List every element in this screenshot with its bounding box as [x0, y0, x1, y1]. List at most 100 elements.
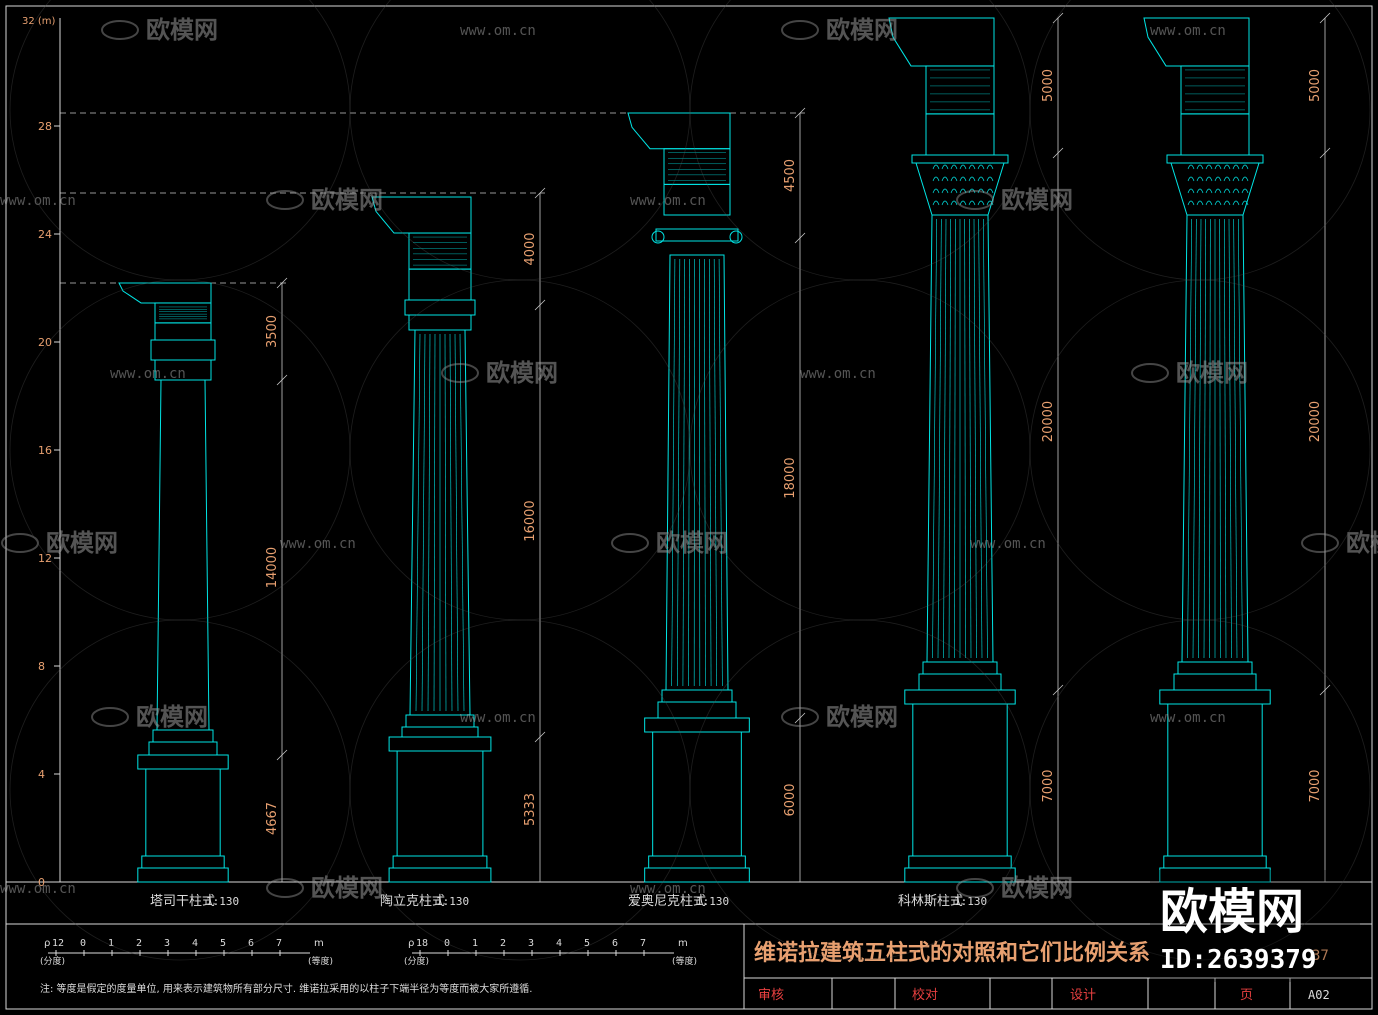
pedestal-base-moulding [908, 855, 1012, 869]
column-scale-label: 1:130 [954, 895, 987, 908]
watermark-brand: 欧模网 [311, 874, 383, 902]
acanthus-leaf [950, 164, 958, 170]
architrave [154, 322, 212, 341]
watermark-ring [9, 0, 351, 281]
dimension-tick [1319, 147, 1331, 159]
column-2 [371, 196, 492, 883]
acanthus-leaf [959, 176, 967, 182]
watermark-brand: 欧模网 [656, 529, 728, 557]
shaft-flute [676, 258, 681, 687]
dimension-value: 20000 [1041, 401, 1056, 442]
scale-bar-number: 0 [80, 938, 86, 949]
shaft-flute [433, 333, 436, 712]
dimension-value: 18000 [783, 457, 798, 498]
column-scale-label: 1:130 [436, 895, 469, 908]
watermark-brand: 欧模网 [1346, 529, 1378, 557]
shaft-flute [1238, 218, 1243, 659]
acanthus-leaf [950, 188, 958, 194]
axis-tick-label: 16 [38, 444, 52, 457]
scale-bar-number: 5 [584, 938, 590, 949]
shaft-flute [1198, 218, 1202, 659]
watermark-logo-icon [1131, 363, 1169, 383]
watermark-ring [1029, 0, 1371, 281]
title-code: 37 [1312, 948, 1329, 964]
dimension-tick [276, 374, 288, 386]
shaft-flute [948, 218, 951, 659]
watermark-site: www.om.cn [970, 536, 1046, 552]
shaft-flute [969, 218, 972, 659]
acanthus-leaf [950, 200, 958, 206]
watermark-brand: 欧模网 [1001, 874, 1073, 902]
acanthus-leaf [1232, 164, 1240, 170]
shaft-flute [718, 258, 723, 687]
acanthus-leaf [1232, 188, 1240, 194]
shaft-flute [454, 333, 459, 712]
column-1 [118, 282, 229, 883]
acanthus-leaf [1223, 164, 1231, 170]
axis-unit-label: 32 (m) [22, 16, 56, 27]
watermark-logo-icon [1301, 533, 1339, 553]
acanthus-leaf [1196, 176, 1204, 182]
watermark-ring [349, 0, 691, 281]
dimension-tick [1319, 12, 1331, 24]
watermark-site: www.om.cn [460, 23, 536, 39]
dimension-value: 6000 [783, 783, 798, 816]
column-name-label: 塔司干柱式 [150, 894, 215, 909]
scale-bar-number: 18 [416, 938, 428, 949]
acanthus-leaf [1187, 176, 1195, 182]
frieze [663, 148, 731, 185]
dimension-value: 7000 [1041, 769, 1056, 802]
acanthus-leaf [977, 200, 985, 206]
acanthus-leaf [1241, 200, 1249, 206]
frieze [925, 65, 995, 115]
dimension-tick [1052, 684, 1064, 696]
dimension-value: 4500 [783, 159, 798, 192]
shaft-flute [708, 258, 712, 687]
shaft-flute [943, 218, 947, 659]
watermark-ring [9, 279, 351, 621]
axis-tick-label: 24 [38, 228, 52, 241]
dimension-value: 3500 [265, 315, 280, 348]
shaft-flute [1209, 218, 1211, 659]
pedestal-plinth [388, 867, 492, 883]
acanthus-leaf [1196, 200, 1204, 206]
watermark-logo-icon [781, 20, 819, 40]
dimension-value: 5000 [1308, 69, 1323, 102]
acanthus-leaf [959, 200, 967, 206]
scale-bar-number: 3 [164, 938, 170, 949]
acanthus-leaf [1205, 200, 1213, 206]
title-block-field-label: 设计 [1070, 988, 1096, 1003]
column-base-torus [922, 661, 998, 675]
acanthus-leaf [1241, 188, 1249, 194]
acanthus-leaf [950, 176, 958, 182]
shaft-flute [1228, 218, 1232, 659]
pedestal-die [396, 750, 484, 857]
architrave [408, 268, 472, 301]
pedestal-base-moulding [392, 855, 488, 869]
scale-bar-number: 0 [444, 938, 450, 949]
watermark-brand: 欧模网 [1001, 186, 1073, 214]
acanthus-leaf [1223, 188, 1231, 194]
shaft-flute [671, 258, 676, 687]
acanthus-leaf [1196, 188, 1204, 194]
scale-bar-number: 6 [612, 938, 618, 949]
shaft-flute [978, 218, 983, 659]
frieze [1180, 65, 1250, 115]
watermark-logo-icon [101, 20, 139, 40]
column-shaft [665, 254, 729, 691]
acanthus-leaf [1205, 164, 1213, 170]
shaft-flute [688, 258, 690, 687]
acanthus-leaf [1232, 200, 1240, 206]
acanthus-leaf [1205, 188, 1213, 194]
shaft-flute [449, 333, 453, 712]
watermark-logo-icon [441, 363, 479, 383]
watermark-site: www.om.cn [1150, 710, 1226, 726]
column-base-plinth [1173, 673, 1257, 691]
watermark-site: www.om.cn [110, 366, 186, 382]
acanthus-leaf [986, 200, 994, 206]
acanthus-leaf [968, 164, 976, 170]
column-base-torus [1177, 661, 1253, 675]
shaft-flute [1224, 218, 1227, 659]
